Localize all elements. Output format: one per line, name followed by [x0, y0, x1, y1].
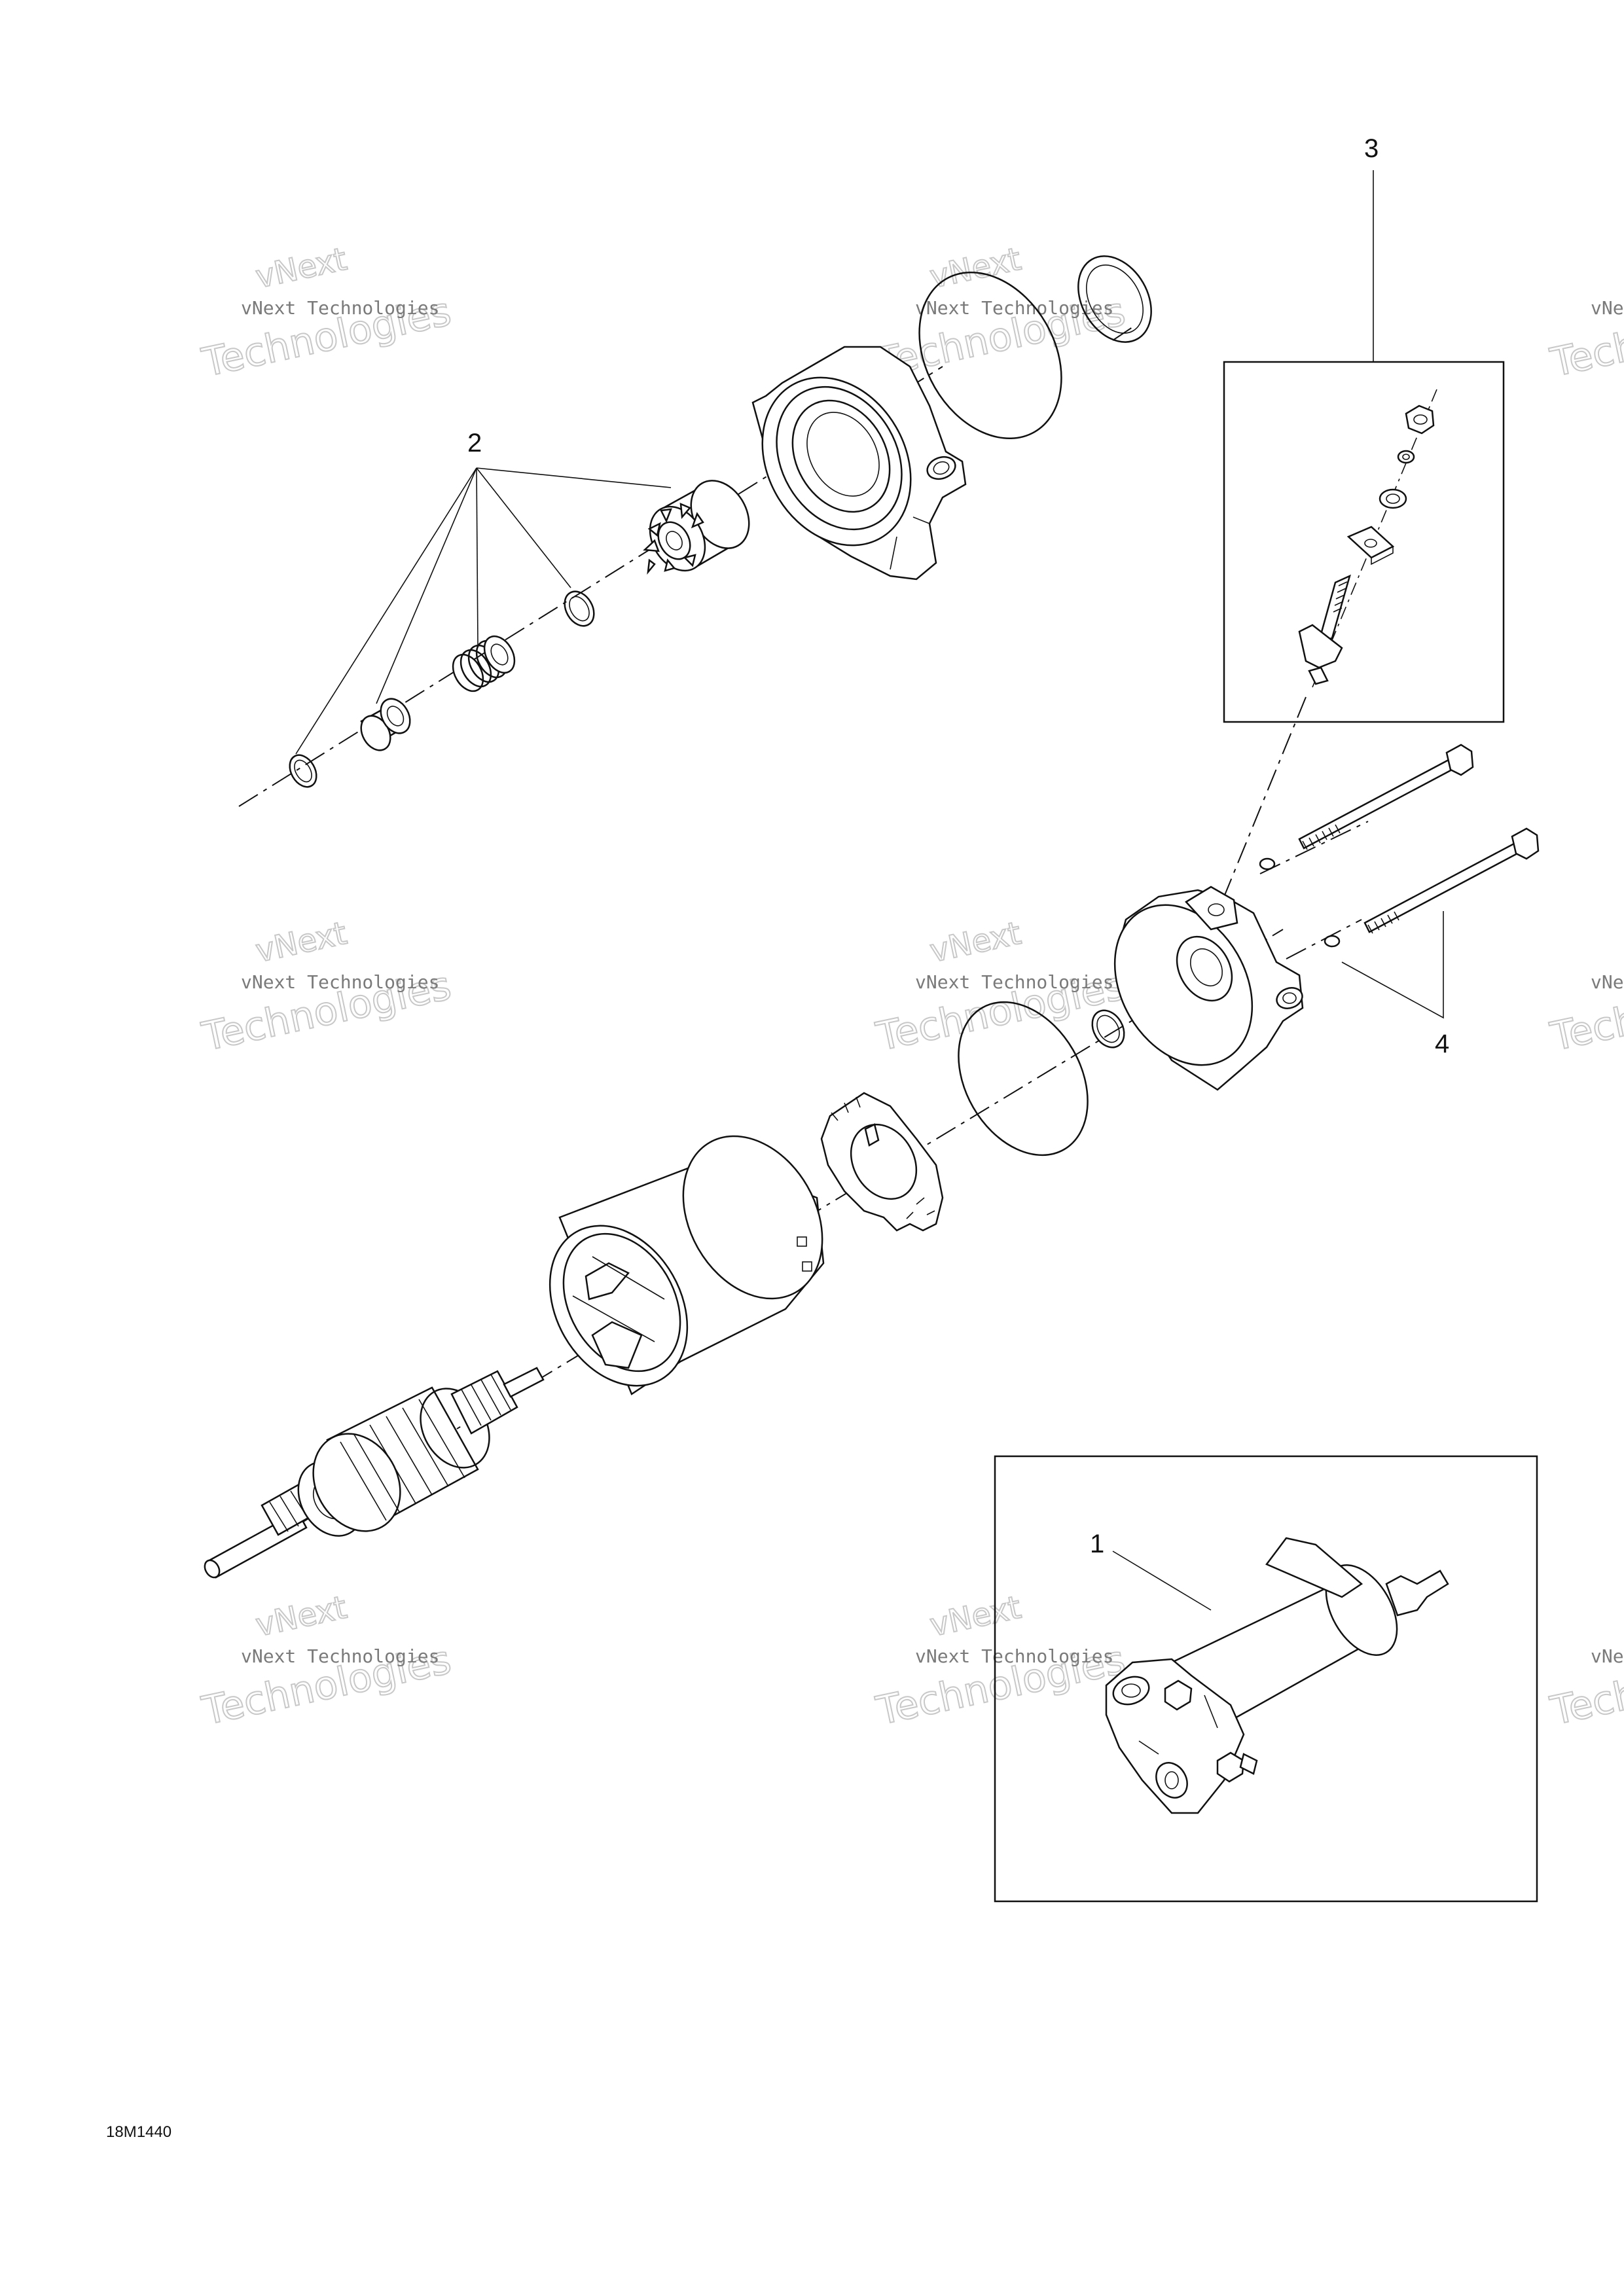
field-frame	[549, 1135, 825, 1395]
seal-ring	[1077, 255, 1152, 343]
through-bolt-lower	[1324, 827, 1540, 948]
terminal-lock-washer	[1397, 450, 1415, 464]
bolt-washer-upper	[1259, 857, 1276, 870]
starter-assembly-box	[994, 1455, 1538, 1903]
terminal-insulator	[1346, 526, 1395, 565]
watermark-small: vNext Technologies	[241, 297, 439, 319]
pinion-gear	[643, 480, 750, 575]
watermark-small: vNext Technologies	[241, 1645, 439, 1667]
watermark-row-1: vNext Technologies vNext Technologies vN…	[198, 240, 1624, 387]
terminal-flat-washer	[1379, 488, 1407, 509]
watermark-top: vNext	[253, 1589, 350, 1644]
watermark-small: vNext Technologies	[915, 971, 1113, 993]
lower-o-ring	[958, 1001, 1089, 1157]
retaining-ring	[564, 590, 595, 627]
through-bolt-upper	[1259, 744, 1474, 870]
callout-2: 2	[467, 429, 482, 457]
terminal-axis	[1223, 696, 1307, 897]
snap-ring-small	[289, 754, 317, 788]
callout-4-leader	[1341, 911, 1444, 1019]
callout-1: 1	[1090, 1530, 1104, 1558]
watermark-top: vNext	[253, 241, 350, 296]
starter-assembly-frame	[994, 1455, 1538, 1903]
figure-code: 18M1440	[106, 2123, 171, 2141]
watermark-top: vNext	[927, 1589, 1024, 1644]
bolt-axis-upper	[1259, 821, 1369, 874]
watermark-small: vNext Technologies	[915, 297, 1113, 319]
large-o-ring	[918, 271, 1062, 440]
frame-slot	[802, 1261, 812, 1272]
watermark-top: vNext	[253, 915, 350, 970]
frame-slot	[797, 1236, 807, 1247]
callout-3: 3	[1364, 134, 1379, 163]
bolt-axis-lower	[1286, 919, 1362, 960]
armature	[204, 1367, 545, 1579]
watermark-row-2: vNext Technologies vNext Technologies vN…	[198, 914, 1624, 1061]
callout-4: 4	[1435, 1030, 1449, 1058]
drive-spring	[452, 635, 516, 692]
watermark-small: vNext Technologies	[1591, 971, 1624, 993]
bolt-washer-lower	[1324, 935, 1341, 948]
watermark-small: vNext Technologies	[1591, 297, 1624, 319]
terminal-kit-frame	[1223, 361, 1505, 723]
watermark-small: vNext Technologies	[241, 971, 439, 993]
upper-o-rings	[918, 255, 1152, 440]
callout-1-leader	[1112, 1551, 1212, 1611]
drive-parts	[289, 480, 750, 788]
watermark-small: vNext Technologies	[915, 1645, 1113, 1667]
complete-starter	[1105, 1537, 1449, 1814]
commutator-end-housing	[1113, 886, 1304, 1091]
through-bolts	[1259, 744, 1540, 1019]
drive-sleeve	[360, 698, 411, 751]
upper-axis-extension	[1112, 327, 1133, 341]
watermark-top: vNext	[927, 915, 1024, 970]
terminal-nut	[1405, 404, 1435, 435]
watermark-small: vNext Technologies	[1591, 1645, 1624, 1667]
upper-assembly-axis	[238, 366, 943, 807]
terminal-kit-box	[1223, 170, 1505, 723]
brush-plate	[820, 1092, 944, 1232]
small-o-ring	[1091, 1009, 1125, 1049]
drive-end-housing	[751, 346, 967, 581]
terminal-bolt	[1298, 574, 1351, 685]
watermark-top: vNext	[927, 241, 1024, 296]
callout-2-leaders	[295, 467, 672, 755]
